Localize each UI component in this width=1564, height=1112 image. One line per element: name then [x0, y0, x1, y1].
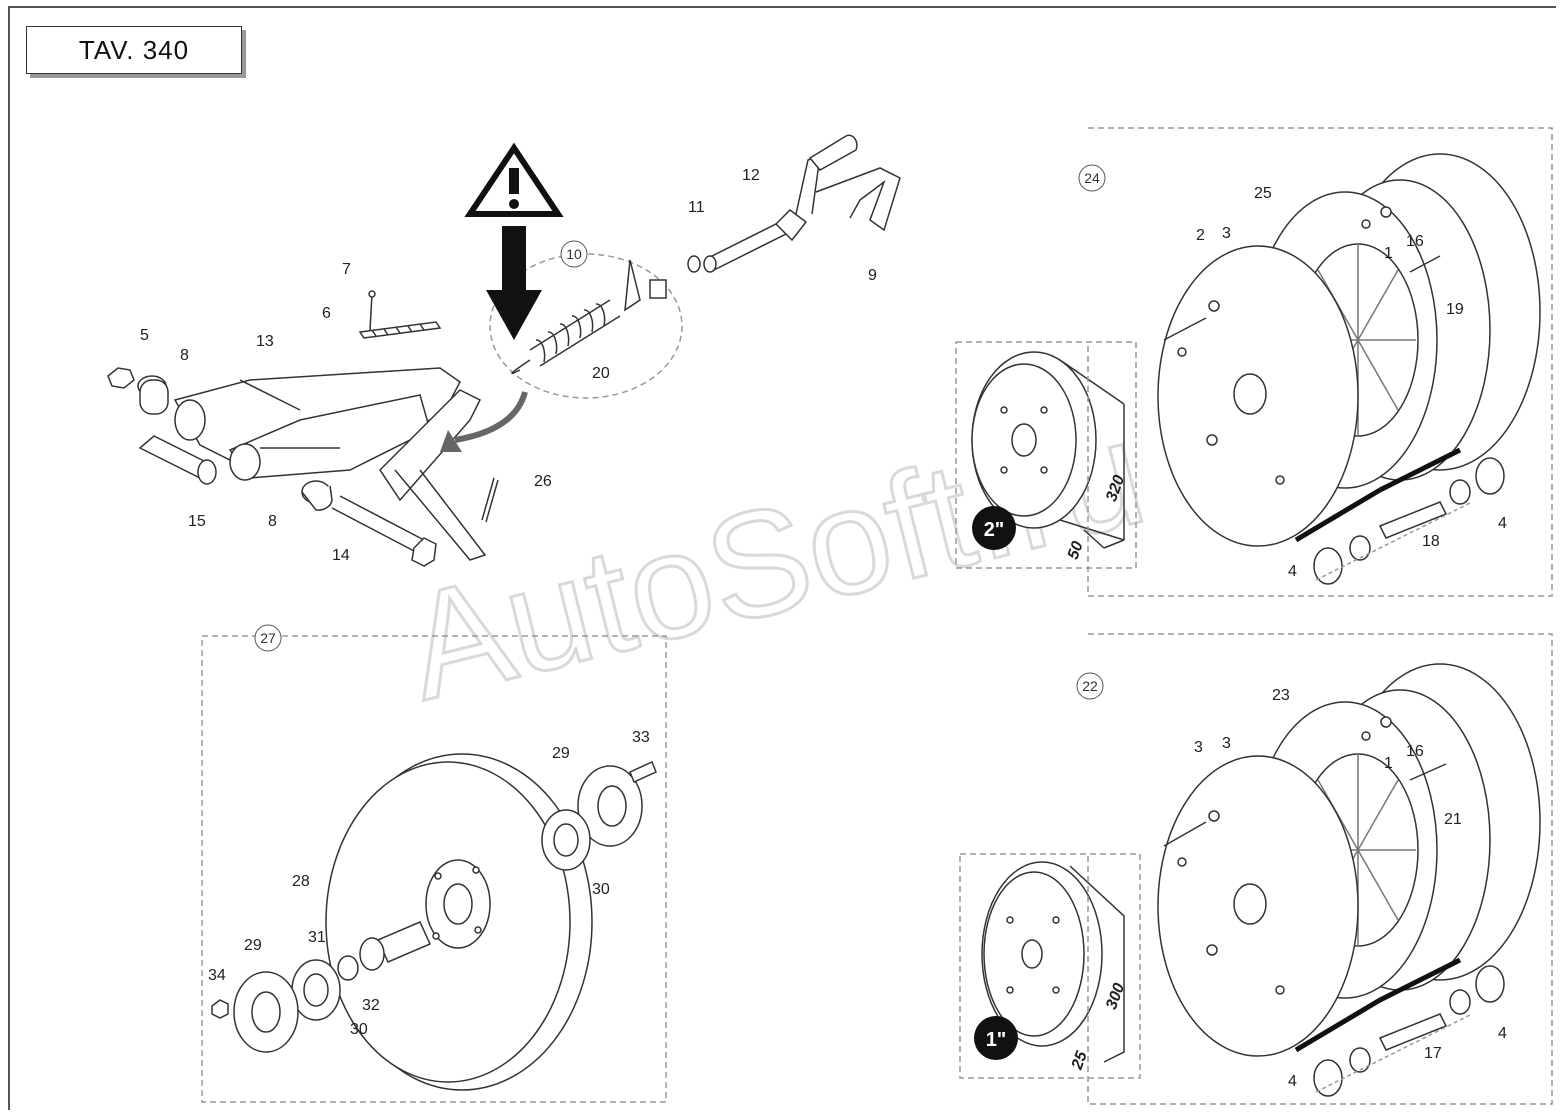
part-label: 3 — [1194, 739, 1203, 756]
part-label: 32 — [362, 997, 380, 1014]
part-label: 10 — [564, 247, 582, 264]
svg-text:27: 27 — [260, 630, 276, 646]
part-label: 34 — [208, 967, 226, 984]
part-label: 11 — [688, 199, 705, 216]
part-label: 15 — [188, 513, 206, 530]
warning-icon — [464, 142, 564, 217]
part-label: 9 — [868, 267, 877, 284]
part-label: 8 — [268, 513, 277, 530]
dimension-25: 25 — [1068, 1048, 1091, 1073]
part-label: 22 — [1082, 679, 1100, 696]
callout-27: 27 — [254, 624, 282, 652]
callout-22: 22 — [1076, 672, 1104, 700]
callout-10: 10 — [560, 240, 588, 268]
part-label: 16 — [1406, 743, 1424, 760]
sheet-frame — [8, 6, 1556, 1110]
part-label: 28 — [292, 873, 310, 890]
down-arrow-icon — [486, 226, 542, 340]
part-label: 23 — [1272, 687, 1290, 704]
part-label: 30 — [592, 881, 610, 898]
part-label: 5 — [140, 327, 149, 344]
part-label: 4 — [1288, 563, 1297, 580]
part-label: 19 — [1446, 301, 1464, 318]
part-label: 33 — [632, 729, 650, 746]
part-label: 4 — [1498, 515, 1507, 532]
part-label: 24 — [1084, 171, 1102, 188]
part-label: 13 — [256, 333, 274, 350]
part-labels: 5 8 13 6 7 15 8 14 26 10 20 11 12 9 24 2… — [140, 167, 1507, 1090]
svg-text:10: 10 — [566, 246, 582, 262]
part-label: 27 — [260, 631, 278, 648]
part-label: 20 — [592, 365, 610, 382]
badge-1in: 1" — [974, 1016, 1018, 1060]
part-label: 29 — [244, 937, 262, 954]
part-label: 12 — [742, 167, 760, 184]
part-label: 21 — [1444, 811, 1462, 828]
svg-text:2": 2" — [984, 519, 1005, 541]
wheel-assembly-22 — [1087, 633, 1553, 1105]
part-label: 18 — [1422, 533, 1440, 550]
part-label: 31 — [308, 929, 326, 946]
part-label: 7 — [342, 261, 351, 278]
part-label: 2 — [1196, 227, 1205, 244]
wheel-1in — [959, 853, 1141, 1079]
part-label: 29 — [552, 745, 570, 762]
badge-2in: 2" — [972, 506, 1016, 550]
disc-assembly-27 — [201, 635, 667, 1103]
part-label: 4 — [1498, 1025, 1507, 1042]
part-label: 1 — [1384, 755, 1393, 772]
svg-text:22: 22 — [1082, 678, 1098, 694]
part-label: 17 — [1424, 1045, 1442, 1062]
part-label: 1 — [1384, 245, 1393, 262]
arm-assembly — [107, 253, 683, 567]
wheel-2in — [955, 341, 1137, 569]
part-label: 3 — [1222, 225, 1231, 242]
callout-24: 24 — [1078, 164, 1106, 192]
part-label: 16 — [1406, 233, 1424, 250]
crank-handle — [687, 134, 901, 273]
part-label: 25 — [1254, 185, 1272, 202]
part-label: 6 — [322, 305, 331, 322]
svg-text:24: 24 — [1084, 170, 1100, 186]
part-label: 4 — [1288, 1073, 1297, 1090]
dimension-50: 50 — [1065, 539, 1087, 562]
part-label: 26 — [534, 473, 552, 490]
part-label: 8 — [180, 347, 189, 364]
part-label: 30 — [350, 1021, 368, 1038]
part-label: 3 — [1222, 735, 1231, 752]
svg-text:1": 1" — [986, 1029, 1007, 1051]
page-title: TAV. 340 — [26, 26, 242, 74]
wheel-assembly-24 — [1087, 127, 1553, 597]
part-label: 14 — [332, 547, 350, 564]
